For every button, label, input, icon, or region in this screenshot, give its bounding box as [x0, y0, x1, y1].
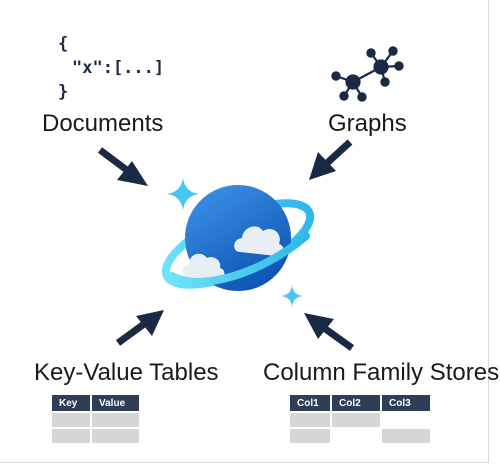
col1-column-header: Col1 — [290, 395, 330, 411]
sparkle-icon — [281, 285, 303, 307]
table-cell — [92, 429, 139, 443]
key-value-label: Key-Value Tables — [34, 359, 219, 386]
table-row — [290, 429, 430, 443]
json-snippet: "x":[...] — [72, 58, 165, 78]
key-value-table: Key Value — [50, 393, 141, 445]
table-row — [290, 413, 430, 427]
table-cell — [52, 413, 90, 427]
column-family-label: Column Family Stores — [263, 359, 500, 386]
arrow-from-column-family — [304, 313, 355, 351]
col2-column-header: Col2 — [332, 395, 380, 411]
table-row — [52, 413, 139, 427]
value-column-header: Value — [92, 395, 139, 411]
json-brace-close: } — [58, 82, 69, 102]
diagram-frame — [0, 0, 489, 463]
key-column-header: Key — [52, 395, 90, 411]
arrow-from-key-value — [115, 310, 164, 346]
table-cell — [92, 413, 139, 427]
table-cell — [382, 429, 430, 443]
cosmos-db-planet-logo — [161, 185, 315, 291]
arrow-from-documents — [97, 147, 148, 186]
arrow-from-graphs — [309, 139, 353, 180]
graph-network-icon — [331, 46, 404, 102]
graphs-label: Graphs — [328, 110, 407, 137]
sparkle-icon — [167, 178, 199, 210]
table-cell — [290, 429, 330, 443]
json-brace-open: { — [58, 34, 69, 54]
table-cell — [290, 413, 330, 427]
column-family-table: Col1 Col2 Col3 — [288, 393, 432, 445]
table-cell — [52, 429, 90, 443]
table-row — [52, 429, 139, 443]
documents-label: Documents — [42, 110, 164, 137]
col3-column-header: Col3 — [382, 395, 430, 411]
table-cell — [332, 413, 380, 427]
